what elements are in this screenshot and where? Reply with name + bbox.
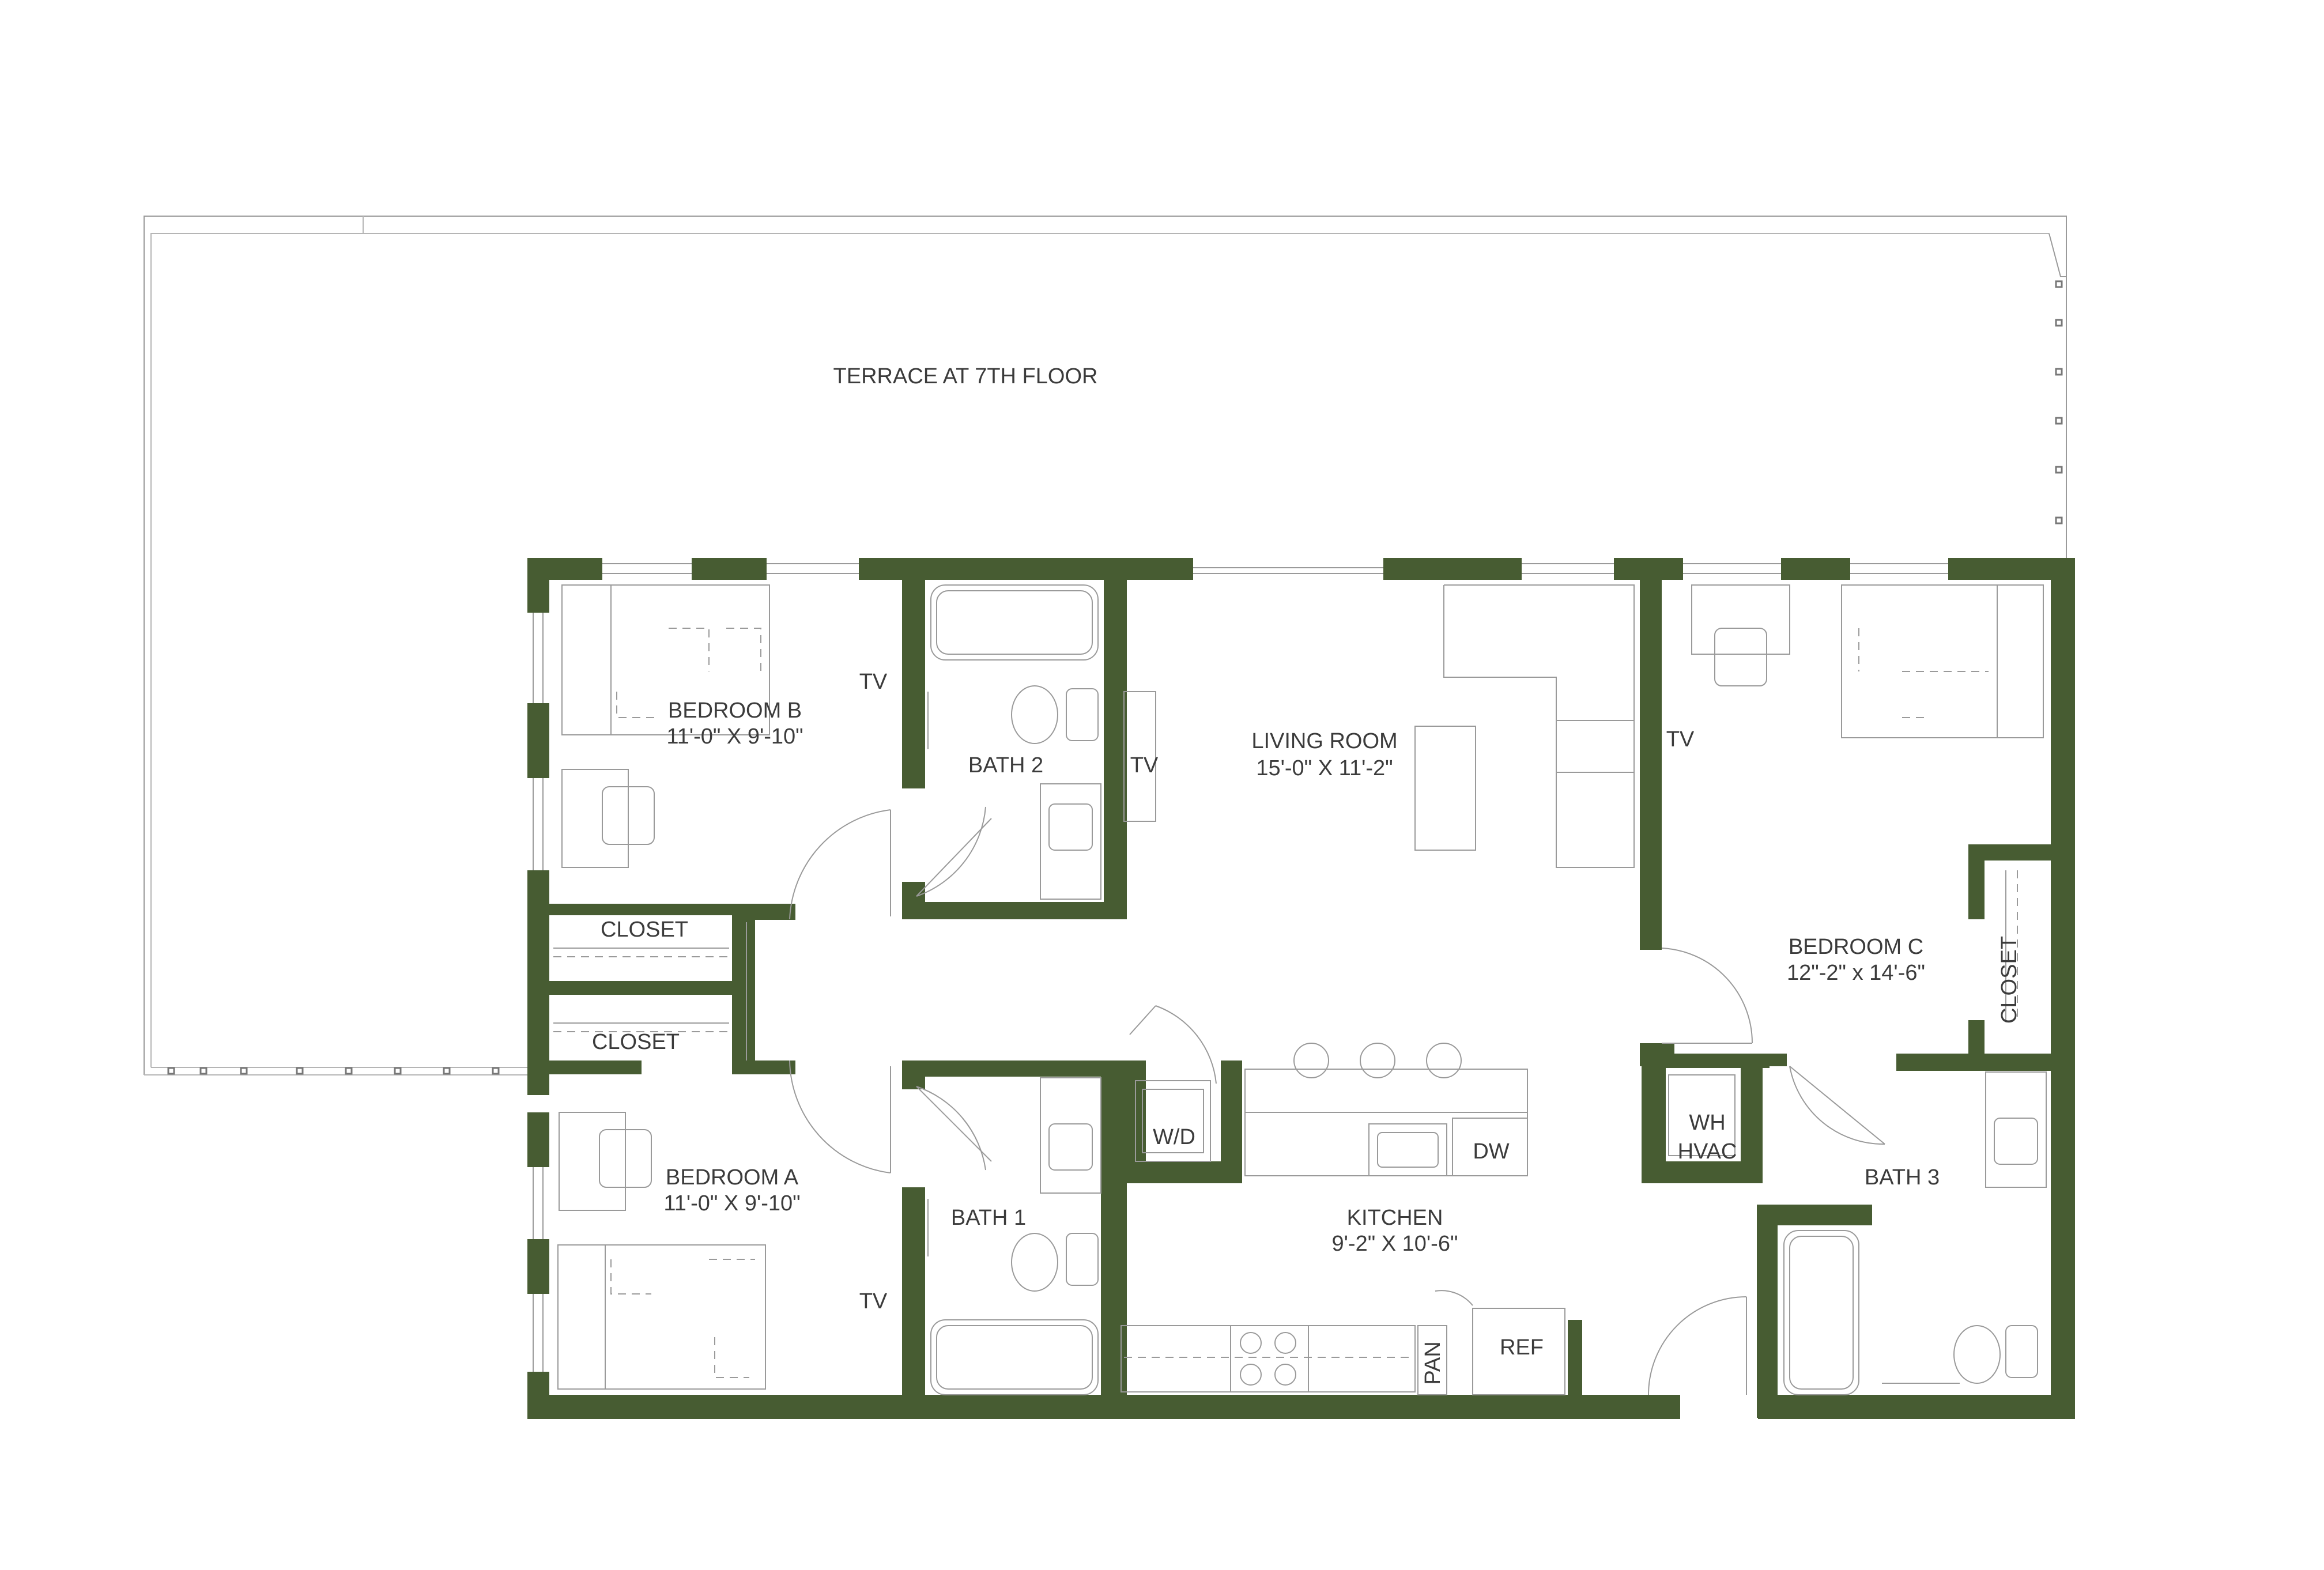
bath-2-fixtures: [927, 584, 1101, 900]
bedroom-c-size: 12"-2" x 14'-6": [1787, 961, 1925, 985]
bedroom-b-tv: TV: [859, 670, 888, 694]
pantry-label: PAN: [1421, 1341, 1445, 1384]
refrigerator-label: REF: [1500, 1335, 1544, 1360]
bedroom-c-furniture: [1691, 584, 2044, 1020]
labels: TERRACE AT 7TH FLOOR BEDROOM B 11'-0" X …: [592, 364, 2021, 1385]
living-room-furniture: [1123, 584, 1635, 868]
walls: [527, 558, 2075, 1419]
bath-2-label: BATH 2: [968, 753, 1043, 778]
bedroom-b-furniture: [561, 584, 770, 868]
closet-rods: [553, 922, 747, 1060]
bath-1-label: BATH 1: [951, 1206, 1026, 1230]
kitchen-size: 9'-2" X 10'-6": [1332, 1232, 1458, 1256]
dishwasher-label: DW: [1473, 1139, 1509, 1164]
windows: [533, 563, 1948, 1372]
terrace-outline: [144, 216, 2067, 1075]
bath-1-fixtures: [927, 1077, 1101, 1395]
laundry-label: W/D: [1153, 1125, 1195, 1149]
bedroom-a-label: BEDROOM A: [666, 1165, 799, 1190]
bedroom-a-size: 11'-0" X 9'-10": [663, 1191, 800, 1216]
bath-3-fixtures: [1783, 1071, 2047, 1395]
mechanical-label-hvac: HVAC: [1678, 1139, 1737, 1164]
living-room-label: LIVING ROOM: [1251, 729, 1397, 753]
mechanical-fixture: [1668, 1074, 1736, 1156]
closet-upper-label: CLOSET: [601, 918, 688, 942]
bedroom-b-size: 11'-0" X 9'-10": [666, 724, 803, 749]
kitchen-label: KITCHEN: [1347, 1206, 1443, 1230]
bedroom-c-label: BEDROOM C: [1789, 935, 1923, 959]
bath-2-tv: TV: [1130, 753, 1159, 778]
bath-3-label: BATH 3: [1865, 1165, 1940, 1190]
bedroom-a-furniture: [557, 1112, 766, 1390]
laundry-fixture: [1135, 1080, 1211, 1162]
railing-posts-bottom: [167, 1067, 500, 1075]
doors: [789, 806, 1885, 1395]
mechanical-label-wh: WH: [1689, 1111, 1725, 1135]
closet-lower-label: CLOSET: [592, 1030, 680, 1054]
bedroom-c-closet-label: CLOSET: [1997, 936, 2021, 1024]
bedroom-b-label: BEDROOM B: [668, 699, 802, 723]
railing-posts-right: [2055, 280, 2063, 524]
bedroom-a-tv: TV: [859, 1289, 888, 1314]
bedroom-c-tv: TV: [1666, 727, 1695, 752]
living-room-size: 15'-0" X 11'-2": [1256, 756, 1393, 780]
kitchen-fixtures: [1120, 1043, 1565, 1395]
terrace-label: TERRACE AT 7TH FLOOR: [833, 364, 1098, 388]
